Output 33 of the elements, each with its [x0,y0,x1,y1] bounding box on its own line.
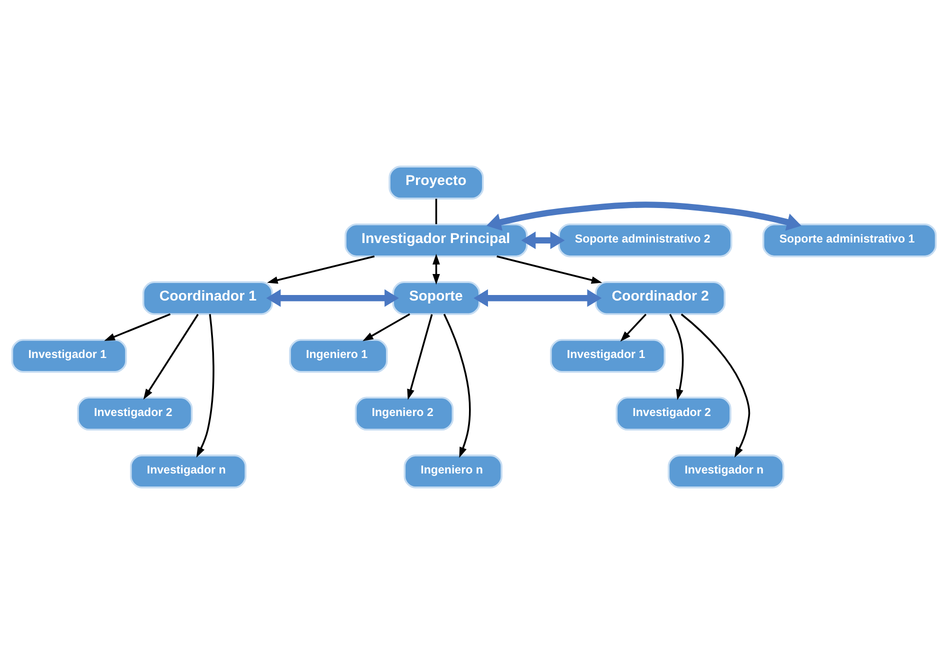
node-box: Investigador n [668,454,784,488]
arrow [432,254,440,285]
node-box: Soporte administrativo 1 [762,223,937,258]
node-box: Ingeniero n [404,454,502,488]
node-box: Coordinador 2 [594,281,726,315]
node-box: Ingeniero 1 [289,339,388,373]
arrow [486,202,802,231]
arrow [407,314,433,400]
arrow [680,314,750,458]
node-box: Coordinador 1 [142,281,274,315]
node-box: Investigador 1 [11,339,127,373]
arrow [104,313,171,341]
arrow [620,314,647,342]
node-box: Investigador n [130,454,246,488]
node-box: Investigador 1 [550,339,666,373]
node-box: Soporte administrativo 2 [558,223,732,258]
node-box: Soporte [392,281,480,315]
arrow [143,314,199,400]
arrow [443,314,471,458]
arrow [196,314,214,458]
arrow [496,256,602,284]
node-box: Investigador Principal [344,223,528,258]
arrow [521,232,565,250]
arrow [267,256,375,284]
arrow [474,289,602,307]
node-box: Investigador 2 [616,396,732,431]
node-box: Ingeniero 2 [354,396,454,431]
connector [435,198,438,224]
arrow [669,314,684,400]
node-box: Investigador 2 [77,396,193,431]
node-box: Proyecto [388,166,484,200]
arrow [362,313,410,342]
arrow [266,289,399,307]
